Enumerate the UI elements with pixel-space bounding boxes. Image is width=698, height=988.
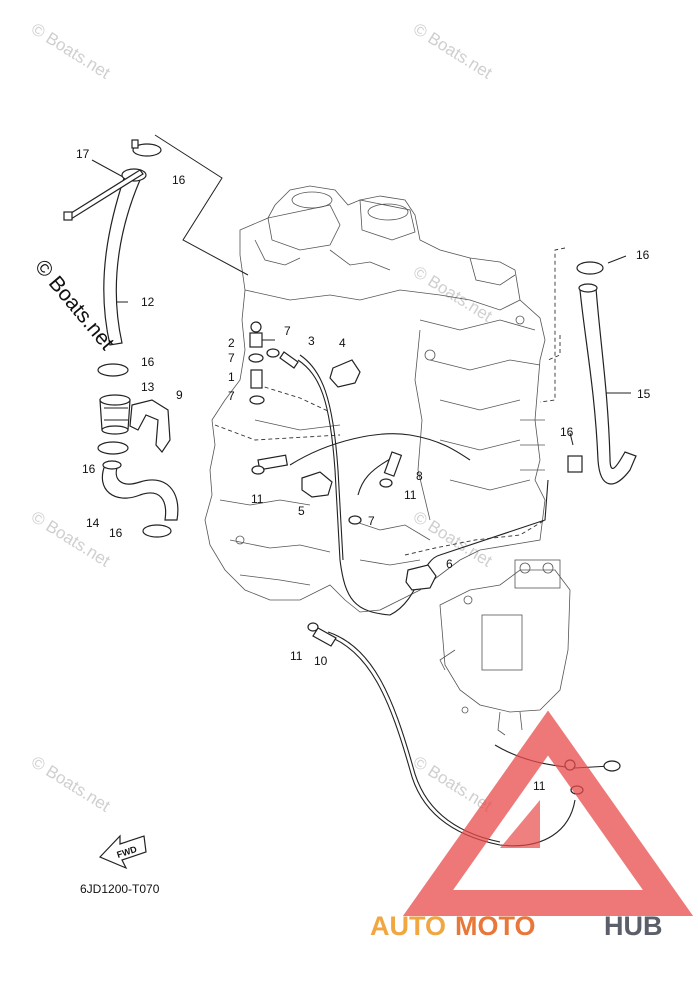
brand-part-1: AUTO bbox=[370, 911, 446, 941]
callout-17: 17 bbox=[76, 147, 90, 161]
callout-8: 8 bbox=[416, 469, 423, 483]
callout-11: 11 bbox=[404, 488, 417, 502]
tie-strap-17 bbox=[63, 169, 144, 221]
hose-end-11 bbox=[251, 454, 289, 475]
leader-lines bbox=[91, 134, 631, 556]
callout-5: 5 bbox=[298, 504, 305, 518]
callout-16: 16 bbox=[141, 355, 155, 369]
callout-3: 3 bbox=[308, 334, 315, 348]
clip-7 bbox=[348, 515, 362, 525]
clamp-16 bbox=[567, 455, 583, 473]
callout-16: 16 bbox=[172, 173, 186, 187]
clip-7 bbox=[266, 348, 280, 358]
callout-16: 16 bbox=[109, 526, 123, 540]
automotohub-logo: AUTO MOTO HUB bbox=[370, 710, 694, 941]
callout-11: 11 bbox=[533, 779, 546, 793]
hose-1 bbox=[250, 369, 263, 389]
fuel-filter-assembly bbox=[439, 559, 571, 736]
watermark-tile: © Boats.net bbox=[28, 752, 114, 815]
watermark-tile: © Boats.net bbox=[28, 19, 114, 82]
engine-block bbox=[204, 185, 546, 613]
hose-14 bbox=[101, 460, 179, 521]
callout-16: 16 bbox=[560, 425, 574, 439]
callout-2: 2 bbox=[228, 336, 235, 350]
hose-10 bbox=[312, 627, 337, 647]
holder-9 bbox=[129, 399, 171, 453]
callout-7: 7 bbox=[368, 514, 375, 528]
hose-12 bbox=[103, 168, 147, 346]
callout-7: 7 bbox=[284, 324, 291, 338]
clamp-16 bbox=[576, 261, 604, 275]
holder-6 bbox=[405, 564, 437, 591]
callout-9: 9 bbox=[176, 388, 183, 402]
watermark-tiles: © Boats.net © Boats.net © Boats.net © Bo… bbox=[28, 19, 496, 815]
clip-7 bbox=[248, 353, 264, 363]
clip-7 bbox=[249, 395, 265, 405]
hose-8 bbox=[383, 451, 403, 477]
brand-part-2: MOTO bbox=[455, 911, 536, 941]
joint-13 bbox=[99, 394, 131, 435]
callout-6: 6 bbox=[446, 557, 453, 571]
watermark-tile: © Boats.net bbox=[28, 507, 114, 570]
brand-part-3: HUB bbox=[604, 911, 663, 941]
watermark-tile: © Boats.net bbox=[410, 19, 496, 82]
watermark-tile: © Boats.net bbox=[410, 262, 496, 325]
callout-16: 16 bbox=[82, 462, 96, 476]
callout-labels: 17 16 12 16 13 9 16 14 16 2 7 3 4 7 1 7 … bbox=[76, 147, 651, 793]
callout-10: 10 bbox=[314, 654, 328, 668]
callout-1: 1 bbox=[228, 370, 235, 384]
clamp-16 bbox=[97, 441, 129, 455]
callout-15: 15 bbox=[637, 387, 651, 401]
callout-14: 14 bbox=[86, 516, 100, 530]
hose-15 bbox=[578, 283, 637, 485]
clip-11 bbox=[307, 622, 319, 632]
callout-16: 16 bbox=[636, 248, 650, 262]
clamp-16 bbox=[142, 524, 172, 538]
callout-11: 11 bbox=[251, 492, 264, 506]
callout-7: 7 bbox=[228, 389, 235, 403]
clamp-16 bbox=[97, 363, 129, 377]
callout-7: 7 bbox=[228, 351, 235, 365]
callout-4: 4 bbox=[339, 336, 346, 350]
joint-2 bbox=[249, 321, 275, 348]
clip-11 bbox=[379, 478, 393, 488]
diagram-code: 6JD1200-T070 bbox=[80, 882, 160, 896]
callout-11: 11 bbox=[290, 649, 303, 663]
hose-lines bbox=[289, 354, 611, 847]
clamp-16 bbox=[131, 139, 162, 157]
holder-5 bbox=[301, 471, 333, 498]
callout-13: 13 bbox=[141, 380, 155, 394]
fwd-arrow-icon: FWD bbox=[98, 834, 147, 870]
holder-4 bbox=[329, 359, 361, 388]
hose-3 bbox=[279, 351, 299, 369]
callout-12: 12 bbox=[141, 295, 155, 309]
